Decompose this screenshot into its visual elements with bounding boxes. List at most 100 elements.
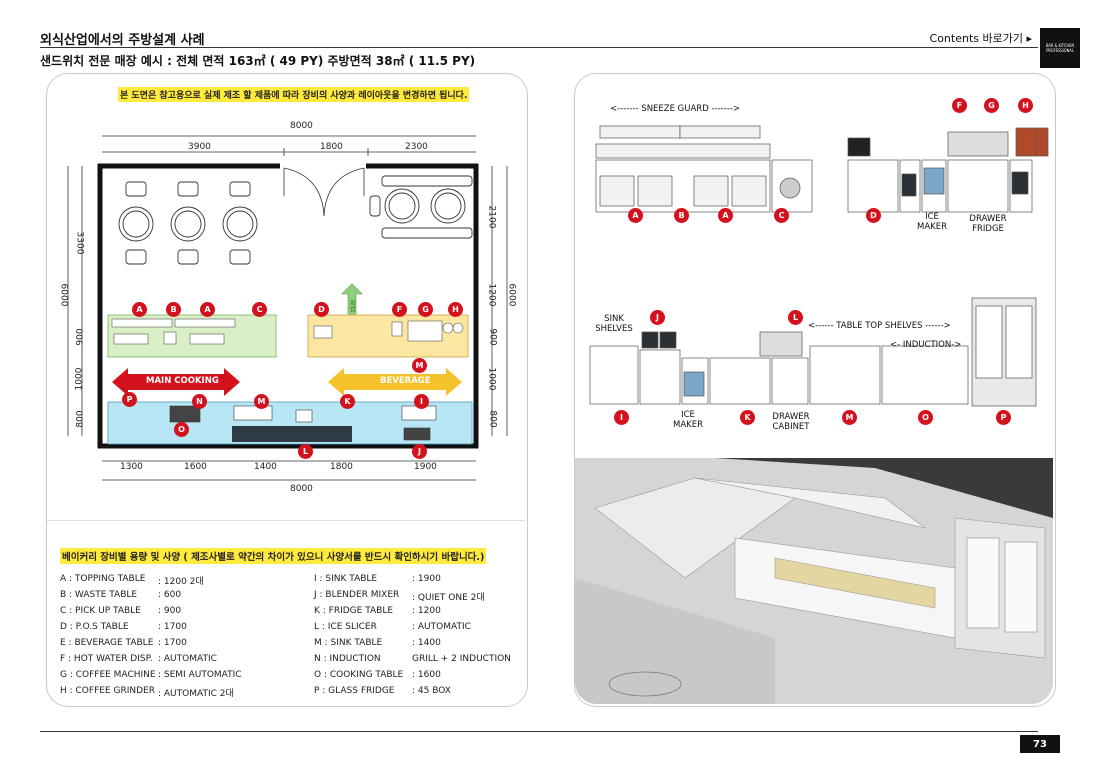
spec-list-left: A : TOPPING TABLE: 1200 2대 B : WASTE TAB… <box>60 574 242 702</box>
spec-key: H : COFFEE GRINDER <box>60 686 155 696</box>
dim-top-total: 8000 <box>290 121 313 131</box>
elev-badge-g: G <box>984 98 999 113</box>
spec-row: D : P.O.S TABLE : 1700 <box>60 622 242 638</box>
elev-badge-d: D <box>866 208 881 223</box>
elev-badge-a2: A <box>718 208 733 223</box>
dim-right-4: 1000 <box>486 367 497 391</box>
spec-key: K : FRIDGE TABLE <box>314 606 394 616</box>
spec-value: : AUTOMATIC 2대 <box>158 689 234 699</box>
dim-bottom-4: 1800 <box>330 462 353 472</box>
dim-bottom-total: 8000 <box>290 484 313 494</box>
spec-value: : AUTOMATIC <box>412 622 471 632</box>
spec-row: L : ICE SLICER : AUTOMATIC <box>314 622 511 638</box>
elev-badge-k: K <box>740 410 755 425</box>
spec-key: A : TOPPING TABLE <box>60 574 146 584</box>
elev-badge-c: C <box>774 208 789 223</box>
plan-badge-f: F <box>392 302 407 317</box>
elev-badge-h: H <box>1018 98 1033 113</box>
dim-right-1: 2100 <box>486 205 497 229</box>
dim-bottom-3: 1400 <box>254 462 277 472</box>
plan-badge-d: D <box>314 302 329 317</box>
dim-right-total: 6000 <box>506 283 517 307</box>
spec-value: : 1200 <box>412 606 441 616</box>
elev-badge-f: F <box>952 98 967 113</box>
plan-badge-a2: A <box>200 302 215 317</box>
spec-value: : 1200 2대 <box>158 577 204 587</box>
spec-key: J : BLENDER MIXER <box>314 590 400 600</box>
spec-value: : SEMI AUTOMATIC <box>158 670 242 680</box>
elev-badge-m: M <box>842 410 857 425</box>
page-number: 73 <box>1020 735 1060 753</box>
elev-badge-o: O <box>918 410 933 425</box>
contents-link[interactable]: Contents 바로가기 ▸ <box>929 32 1032 45</box>
ice-maker-label: ICE MAKER <box>917 212 947 232</box>
spec-value: : 1700 <box>158 622 187 632</box>
elev-badge-j: J <box>650 310 665 325</box>
elev-badge-i: I <box>614 410 629 425</box>
spec-key: C : PICK UP TABLE <box>60 606 141 616</box>
spec-row: O : COOKING TABLE : 1600 <box>314 670 511 686</box>
dim-left-1: 3300 <box>74 231 85 255</box>
spec-key: F : HOT WATER DISP. <box>60 654 153 664</box>
plan-badge-p: P <box>122 392 137 407</box>
dim-right-5: 800 <box>487 410 498 428</box>
spec-value: : AUTOMATIC <box>158 654 217 664</box>
spec-row: M : SINK TABLE : 1400 <box>314 638 511 654</box>
spec-row: G : COFFEE MACHINE: SEMI AUTOMATIC <box>60 670 242 686</box>
main-cooking-label: MAIN COOKING <box>146 376 219 386</box>
elevation-drawing <box>589 125 1049 407</box>
spec-key: I : SINK TABLE <box>314 574 378 584</box>
spec-key: D : P.O.S TABLE <box>60 622 129 632</box>
plan-badge-h: H <box>448 302 463 317</box>
plan-notice: 본 도면은 참고용으로 실제 제조 할 제품에 따라 장비의 사양과 레이아웃을… <box>118 87 470 102</box>
spec-key: O : COOKING TABLE <box>314 670 404 680</box>
plan-badge-i: I <box>414 394 429 409</box>
table-top-shelves-label: <------ TABLE TOP SHELVES ------> <box>808 321 951 331</box>
dim-right-3: 900 <box>487 328 498 346</box>
spec-row: E : BEVERAGE TABLE : 1700 <box>60 638 242 654</box>
spec-row: J : BLENDER MIXER: QUIET ONE 2대 <box>314 590 511 606</box>
plan-badge-k: K <box>340 394 355 409</box>
dim-left-total: 6000 <box>58 283 69 307</box>
plan-badge-b: B <box>166 302 181 317</box>
spec-row: K : FRIDGE TABLE : 1200 <box>314 606 511 622</box>
spec-value: : 900 <box>158 606 182 616</box>
spec-row: F : HOT WATER DISP. : AUTOMATIC <box>60 654 242 670</box>
spec-value: : 1900 <box>412 574 441 584</box>
spec-title: 베이커리 장비별 용량 및 사양 ( 제조사별로 약간의 차이가 있으니 사양서… <box>60 548 487 564</box>
header-divider <box>40 47 1038 48</box>
floor-plan-drawing <box>67 135 508 481</box>
elev-badge-l: L <box>788 310 803 325</box>
page-subtitle: 샌드위치 전문 매장 예시 : 전체 면적 163㎡ ( 49 PY) 주방면적… <box>40 54 476 68</box>
plan-badge-a1: A <box>132 302 147 317</box>
dim-bottom-5: 1900 <box>414 462 437 472</box>
spec-key: E : BEVERAGE TABLE <box>60 638 154 648</box>
plan-badge-m-top: M <box>412 358 427 373</box>
drawer-cabinet-label: DRAWER CABINET <box>772 412 810 432</box>
spec-key: L : ICE SLICER <box>314 622 377 632</box>
spec-key: G : COFFEE MACHINE <box>60 670 156 680</box>
spec-value: : 1600 <box>412 670 441 680</box>
induction-label: <- INDUCTION-> <box>890 340 962 350</box>
plan-badge-c: C <box>252 302 267 317</box>
plan-badge-j: J <box>412 444 427 459</box>
pickup-sign: 픽업 <box>348 300 355 312</box>
spec-list-right: I : SINK TABLE: 1900 J : BLENDER MIXER: … <box>314 574 511 702</box>
page-title: 외식산업에서의 주방설계 사례 <box>40 33 205 48</box>
panel-divider <box>47 520 525 521</box>
spec-value: : 1700 <box>158 638 187 648</box>
brand-logo: BAR & KITCHEN PROFESSIONAL <box>1040 28 1080 68</box>
sneeze-guard-label: <------- SNEEZE GUARD -------> <box>610 104 741 114</box>
spec-value: : 1400 <box>412 638 441 648</box>
plan-badge-m: M <box>254 394 269 409</box>
spec-row: C : PICK UP TABLE : 900 <box>60 606 242 622</box>
spec-row: I : SINK TABLE : 1900 <box>314 574 511 590</box>
spec-key: M : SINK TABLE <box>314 638 383 648</box>
plan-badge-o: O <box>174 422 189 437</box>
elev-badge-a1: A <box>628 208 643 223</box>
ice-maker-2-label: ICE MAKER <box>673 410 703 430</box>
spec-row: A : TOPPING TABLE : 1200 2대 <box>60 574 242 590</box>
render-3d-drawing <box>575 458 1053 704</box>
dim-left-3: 1000 <box>74 367 85 391</box>
